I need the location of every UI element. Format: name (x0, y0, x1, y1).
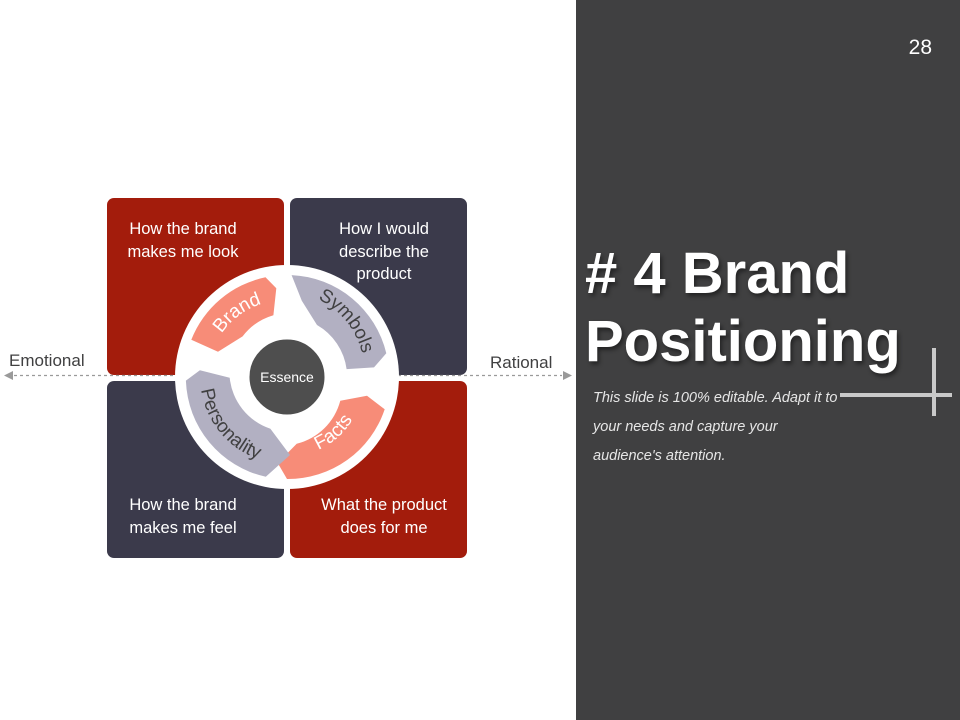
axis-label-rational: Rational (490, 353, 553, 372)
quadrant-bottom-left-text: How the brand makes me feel (129, 496, 237, 537)
wheel-center-circle (246, 336, 328, 418)
wheel-segment-brand (191, 277, 277, 352)
wheel-segment-facts (277, 395, 385, 480)
slide-subtitle: This slide is 100% editable. Adapt it to… (593, 390, 838, 464)
axis-label-emotional: Emotional (9, 351, 85, 370)
right-panel (576, 0, 960, 720)
page-number: 28 (908, 36, 932, 59)
quadrant-top-left-text: How the brand makes me look (127, 220, 239, 261)
axis-arrow-right-icon (563, 371, 572, 380)
wheel-center-label: Essence (260, 369, 314, 385)
wheel-segment-personality (185, 370, 290, 477)
axis-arrow-left-icon (4, 371, 13, 380)
wheel-segment-symbols (291, 275, 387, 370)
quadrant-bottom-right-text: What the product does for me (321, 496, 447, 537)
quadrant-top-right-text: How I would describe the product (339, 220, 429, 283)
decorative-vertical-line (932, 348, 936, 416)
decorative-horizontal-line (840, 393, 952, 397)
slide-title: # 4 Brand Positioning (585, 241, 901, 374)
